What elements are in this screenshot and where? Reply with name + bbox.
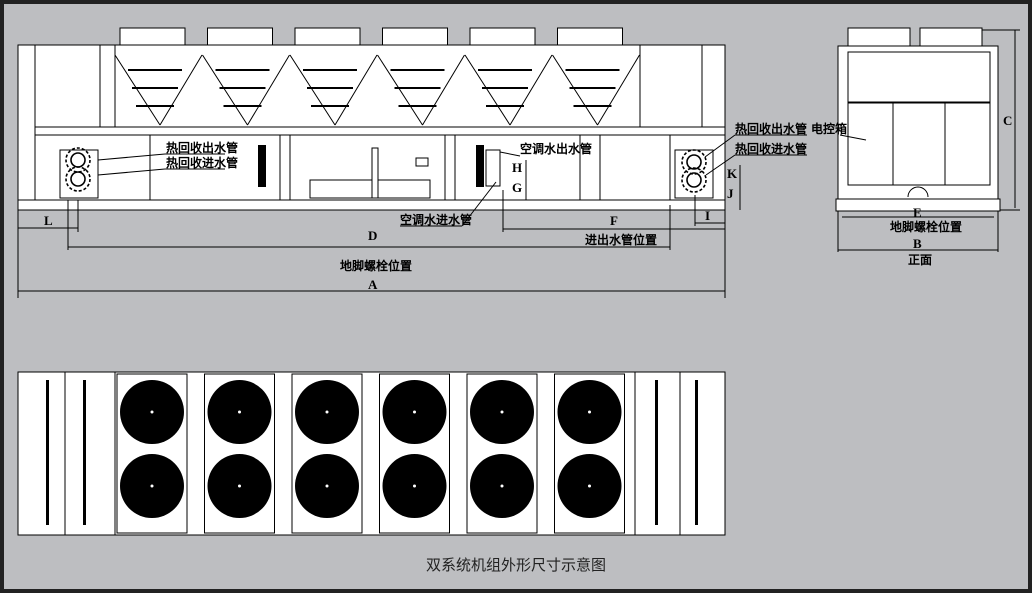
coil-v-shape <box>377 54 465 126</box>
dim-I: I <box>705 208 710 223</box>
fan-hood <box>294 27 361 46</box>
dim-C: C <box>1003 113 1012 128</box>
fan-hub <box>325 410 329 414</box>
label-heat-recovery-inlet: 热回收进水管 <box>166 155 238 170</box>
front-base <box>835 198 1001 212</box>
label-heat-recovery-outlet: 热回收出水管 <box>166 140 238 155</box>
fan-hub <box>413 410 416 414</box>
control-box <box>847 102 991 186</box>
evaporator-header-right <box>476 145 484 187</box>
label-control-box: 电控箱 <box>811 121 847 136</box>
right-end-panel <box>639 44 703 128</box>
fan-hub <box>413 484 416 488</box>
base-frame <box>17 199 726 211</box>
dim-D: D <box>368 228 377 243</box>
dim-L: L <box>44 213 53 228</box>
coil-section <box>114 54 640 126</box>
dim-J: J <box>727 186 734 201</box>
mid-rail <box>34 126 726 136</box>
dim-K: K <box>727 166 738 181</box>
fan-hub <box>588 410 591 414</box>
fan-hub <box>325 484 329 488</box>
coil-v-shape <box>552 54 640 126</box>
plan-view <box>17 371 726 536</box>
label-anchor-bolt-position-front: 地脚螺栓位置 <box>890 219 962 234</box>
coil-v-shape <box>289 54 378 126</box>
fan-hood <box>557 27 623 46</box>
label-ac-water-outlet: 空调水出水管 <box>520 141 592 156</box>
label-anchor-bolt-position: 地脚螺栓位置 <box>340 258 412 273</box>
coil-v-shape <box>114 54 203 126</box>
fan-hub <box>238 410 241 414</box>
dim-H: H <box>512 160 522 175</box>
fan-hood <box>207 27 273 46</box>
fan-hood <box>382 27 448 46</box>
fan-hub <box>500 410 504 414</box>
label-front: 正面 <box>908 253 932 267</box>
left-end-panel <box>34 44 101 128</box>
dim-A: A <box>368 277 378 292</box>
label-heat-recovery-inlet-right: 热回收进水管 <box>735 141 807 156</box>
fan-hub <box>150 410 154 414</box>
fan-hub <box>150 484 154 488</box>
coil-v-shape <box>464 54 553 126</box>
fan-hub <box>500 484 504 488</box>
evaporator-header-left <box>258 145 266 187</box>
drawing-caption: 双系统机组外形尺寸示意图 <box>426 556 606 574</box>
heat-recovery-exchanger-left <box>59 147 99 199</box>
dim-B: B <box>913 236 922 251</box>
fan-hood <box>119 27 186 46</box>
label-heat-recovery-outlet-right: 热回收出水管 <box>735 121 807 136</box>
label-ac-water-inlet: 空调水进水管 <box>400 212 472 227</box>
side-view: 热回收出水管 热回收进水管 空调水出水管 空调水进水管 热回收出水管 热回收进水… <box>17 27 807 298</box>
fan-hub <box>588 484 591 488</box>
fan-hood <box>469 27 536 46</box>
dim-G: G <box>512 180 522 195</box>
fan-hub <box>238 484 241 488</box>
fan-array <box>116 373 625 534</box>
dim-F: F <box>610 213 618 228</box>
coil-v-shape <box>202 54 290 126</box>
ac-water-flange <box>485 149 501 187</box>
front-view: 电控箱 C E 地脚螺栓位置 B 正面 <box>811 27 1020 267</box>
heat-recovery-exchanger-right <box>674 149 714 199</box>
label-pipe-position: 进出水管位置 <box>585 232 657 247</box>
dim-E: E <box>913 205 922 220</box>
